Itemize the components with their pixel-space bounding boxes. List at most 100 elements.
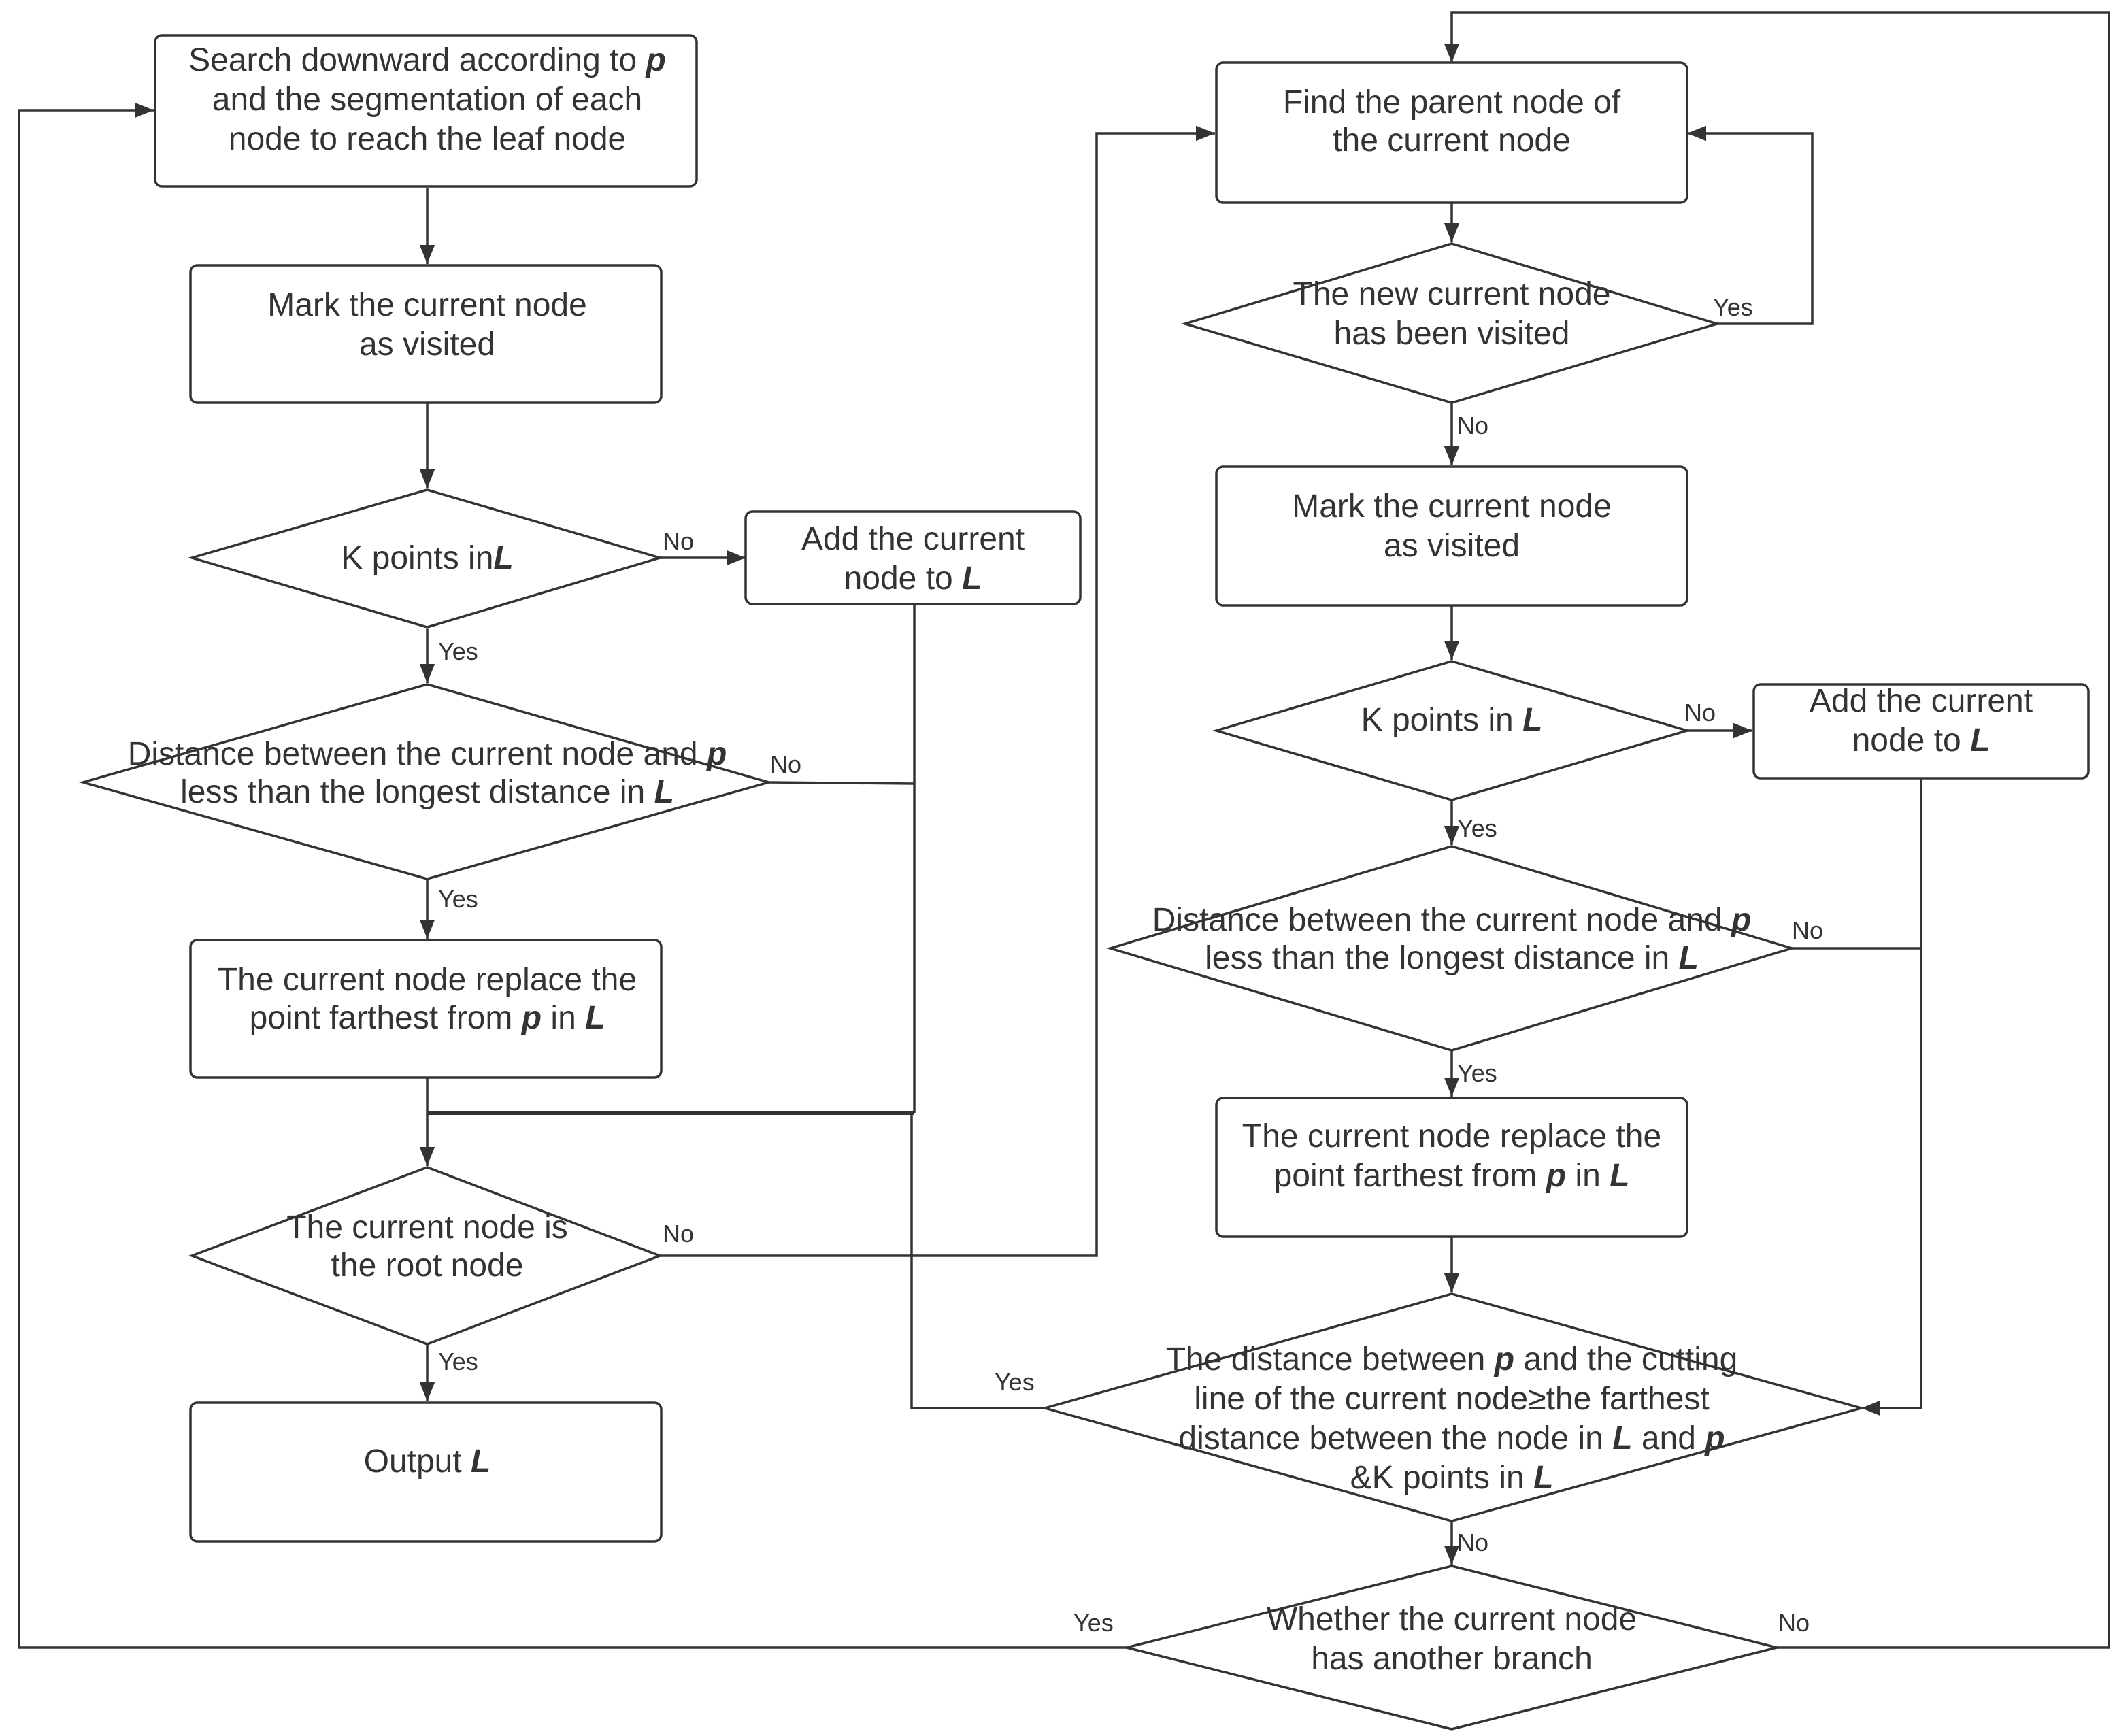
edge-branch-yes-to-search bbox=[18, 102, 1127, 1649]
k-points-right-diamond bbox=[1212, 660, 1692, 801]
math-variable: L bbox=[654, 774, 674, 810]
label-text: Search downward according to bbox=[188, 42, 646, 78]
edge-distance-no-to-merge bbox=[768, 781, 915, 785]
math-variable: p bbox=[645, 42, 666, 78]
label-text: as visited bbox=[1384, 528, 1520, 564]
cut-no-label: No bbox=[1457, 1529, 1488, 1556]
label-text: distance between the node in bbox=[1178, 1420, 1612, 1456]
math-variable: L bbox=[471, 1443, 490, 1480]
math-variable: p bbox=[1493, 1341, 1514, 1378]
label-line: The distance between p and the cutting bbox=[1166, 1341, 1738, 1378]
label-line: K points inL bbox=[341, 540, 513, 576]
k-points-right-label: K points in L bbox=[1361, 702, 1543, 738]
label-line: has another branch bbox=[1311, 1641, 1593, 1677]
k-points-left-diamond bbox=[187, 488, 665, 629]
add-current-right-box bbox=[1752, 683, 2090, 780]
is-root-diamond bbox=[188, 1166, 663, 1346]
label-text: and the segmentation of each bbox=[212, 82, 642, 118]
dist-right-no-label: No bbox=[1792, 916, 1823, 944]
math-variable: L bbox=[1533, 1460, 1553, 1496]
label-text: Distance between the current node and bbox=[1152, 902, 1731, 938]
math-variable: L bbox=[1679, 940, 1699, 976]
edge-root-no-to-find-parent bbox=[660, 125, 1215, 1257]
connectors bbox=[18, 11, 2110, 1649]
label-line: point farthest from p in L bbox=[250, 1000, 605, 1036]
k-left-yes-label: Yes bbox=[438, 637, 478, 665]
label-line: has been visited bbox=[1334, 316, 1570, 352]
edge-branch-no-to-find-parent bbox=[1444, 11, 2110, 1649]
label-text: Add the current bbox=[1810, 683, 2033, 719]
label-text: in bbox=[542, 1000, 585, 1036]
label-text: Mark the current node bbox=[1292, 488, 1612, 524]
label-line: as visited bbox=[359, 327, 495, 363]
visited-no-label: No bbox=[1457, 412, 1488, 439]
label-text: The current node replace the bbox=[1242, 1118, 1661, 1154]
label-text: less than the longest distance in bbox=[1205, 940, 1678, 976]
k-right-no-label: No bbox=[1684, 699, 1716, 727]
k-points-left-label: K points inL bbox=[341, 540, 513, 576]
math-variable: L bbox=[1610, 1158, 1629, 1194]
edge-visited-yes-loop bbox=[1687, 125, 1814, 325]
label-line: and the segmentation of each bbox=[212, 82, 642, 118]
label-line: Search downward according to p bbox=[188, 42, 666, 78]
label-line: Mark the current node bbox=[267, 287, 587, 323]
k-right-yes-label: Yes bbox=[1457, 814, 1497, 842]
label-text: node to bbox=[844, 561, 962, 597]
output-label: Output L bbox=[364, 1443, 491, 1480]
edge-add-right-to-cut bbox=[1861, 778, 1922, 1416]
distance-left-diamond bbox=[78, 683, 773, 880]
label-text: Distance between the current node and bbox=[128, 736, 707, 772]
distance-right-diamond bbox=[1105, 845, 1797, 1052]
label-line: Whether the current node bbox=[1267, 1601, 1637, 1637]
label-text: the root node bbox=[331, 1248, 524, 1284]
label-line: node to reach the leaf node bbox=[229, 121, 626, 157]
label-line: node to L bbox=[844, 561, 982, 597]
label-line: less than the longest distance in L bbox=[180, 774, 674, 810]
dist-left-no-label: No bbox=[770, 750, 801, 778]
label-line: as visited bbox=[1384, 528, 1520, 564]
new-visited-diamond bbox=[1180, 242, 1722, 404]
edge-labels: No Yes No Yes No Yes Yes No No Yes No Ye… bbox=[438, 293, 1823, 1637]
math-variable: L bbox=[493, 540, 513, 576]
output-box bbox=[189, 1401, 663, 1543]
label-line: Mark the current node bbox=[1292, 488, 1612, 524]
math-variable: p bbox=[1545, 1158, 1566, 1194]
label-line: Find the parent node of bbox=[1283, 84, 1621, 120]
label-line: The current node replace the bbox=[1242, 1118, 1661, 1154]
shapes bbox=[78, 34, 2090, 1731]
mark-visited-right-box bbox=[1215, 465, 1688, 607]
math-variable: L bbox=[962, 561, 982, 597]
label-text: Whether the current node bbox=[1267, 1601, 1637, 1637]
label-text: has been visited bbox=[1334, 316, 1570, 352]
label-text: The distance between bbox=[1166, 1341, 1495, 1378]
edge-cut-yes-to-merge bbox=[910, 1113, 1045, 1409]
label-text: the current node bbox=[1333, 122, 1571, 158]
label-text: and bbox=[1633, 1420, 1705, 1456]
branch-no-label: No bbox=[1778, 1609, 1810, 1637]
mark-visited-right-label: Mark the current node as visited bbox=[1292, 488, 1612, 564]
label-text: Add the current bbox=[801, 521, 1025, 557]
label-text: Mark the current node bbox=[267, 287, 587, 323]
cut-yes-label: Yes bbox=[995, 1368, 1035, 1396]
label-line: the root node bbox=[331, 1248, 524, 1284]
label-line: node to L bbox=[1852, 722, 1991, 758]
label-line: less than the longest distance in L bbox=[1205, 940, 1699, 976]
dist-left-yes-label: Yes bbox=[438, 885, 478, 913]
label-text: and the cutting bbox=[1514, 1341, 1737, 1378]
replace-right-box bbox=[1215, 1097, 1688, 1238]
label-line: Distance between the current node and p bbox=[1152, 902, 1752, 938]
search-downward-box bbox=[154, 34, 698, 188]
label-text: &K points in bbox=[1350, 1460, 1533, 1496]
label-text: line of the current node≥the farthest bbox=[1194, 1381, 1709, 1417]
label-line: The current node is bbox=[286, 1209, 568, 1246]
label-text: The current node is bbox=[286, 1209, 568, 1246]
